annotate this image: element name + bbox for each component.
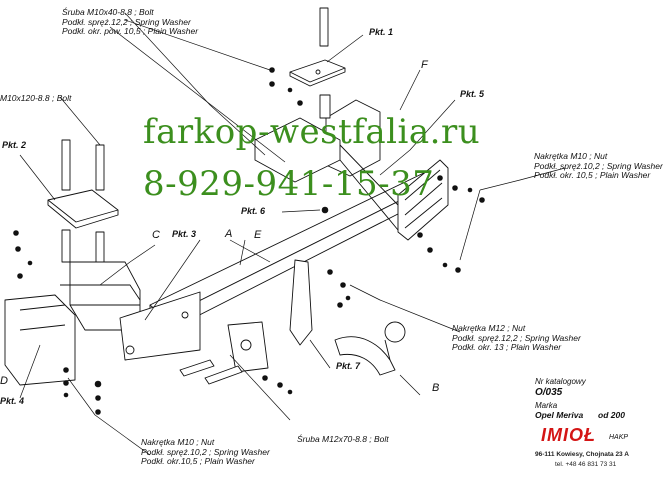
callout-pkt3: Pkt. 3 bbox=[172, 229, 197, 239]
letter-e: E bbox=[254, 229, 262, 241]
letter-a: A bbox=[225, 228, 233, 240]
label-nut-m10-right: Nakrętka M10 ; Nut Podkł. spręż.10,2 ; S… bbox=[534, 151, 663, 180]
label-bolt-m12x70: Śruba M12x70-8.8 ; Bolt bbox=[297, 434, 389, 444]
bracket-c bbox=[60, 261, 201, 361]
callout-pkt6: Pkt. 6 bbox=[241, 206, 266, 216]
callout-pkt5: Pkt. 5 bbox=[460, 89, 485, 99]
brand-label: Marka bbox=[535, 401, 558, 410]
letter-d: D bbox=[0, 375, 8, 387]
callout-pkt1: Pkt. 1 bbox=[369, 27, 394, 37]
company-address: 96-111 Kowiesy, Chojnata 23 A bbox=[535, 451, 629, 458]
label-nut-m12: Nakrętka M12 ; Nut Podkł. spręż.12,2 ; S… bbox=[452, 323, 581, 352]
callout-pkt4: Pkt. 4 bbox=[0, 396, 25, 406]
watermark-phone: 8-929-941-15-37 bbox=[143, 164, 435, 204]
plate-d bbox=[4, 294, 76, 386]
plate-pkt1 bbox=[289, 59, 346, 87]
callout-pkt2: Pkt. 2 bbox=[2, 140, 27, 150]
callout-pkt7: Pkt. 7 bbox=[336, 361, 361, 371]
company-phone: tel. +48 46 831 73 31 bbox=[555, 461, 617, 468]
label-bolt-m10x40: Śruba M10x40-8.8 ; Bolt Podkł. spręż.12,… bbox=[62, 7, 199, 36]
label-bolt-m10x120: M10x120-8.8 ; Bolt bbox=[0, 93, 72, 103]
plate-pkt2 bbox=[47, 189, 119, 229]
company-logo: IMIOŁ bbox=[541, 425, 596, 445]
company-logo-tail: HAKP bbox=[609, 434, 629, 441]
towbar-exploded-diagram bbox=[4, 7, 566, 456]
watermark-site: farkop-westfalia.ru bbox=[143, 112, 481, 152]
bracket-f bbox=[254, 99, 449, 241]
letter-f: F bbox=[421, 59, 428, 71]
long-bolts bbox=[61, 7, 331, 263]
letter-b: B bbox=[432, 382, 440, 394]
leader-lines bbox=[19, 12, 566, 456]
car-model: Opel Meriva bbox=[535, 410, 584, 420]
label-nut-m10-bottom: Nakrętka M10 ; Nut Podkł. spręż.10,2 ; S… bbox=[141, 437, 270, 466]
model-year: od 200 bbox=[598, 410, 625, 420]
hardware-fasteners bbox=[13, 67, 485, 415]
ball-mount bbox=[227, 259, 406, 376]
catalog-label: Nr katalogowy bbox=[535, 377, 586, 386]
letter-c: C bbox=[152, 229, 160, 241]
catalog-number: O/035 bbox=[535, 387, 563, 398]
bolts-m12x70 bbox=[179, 359, 243, 385]
